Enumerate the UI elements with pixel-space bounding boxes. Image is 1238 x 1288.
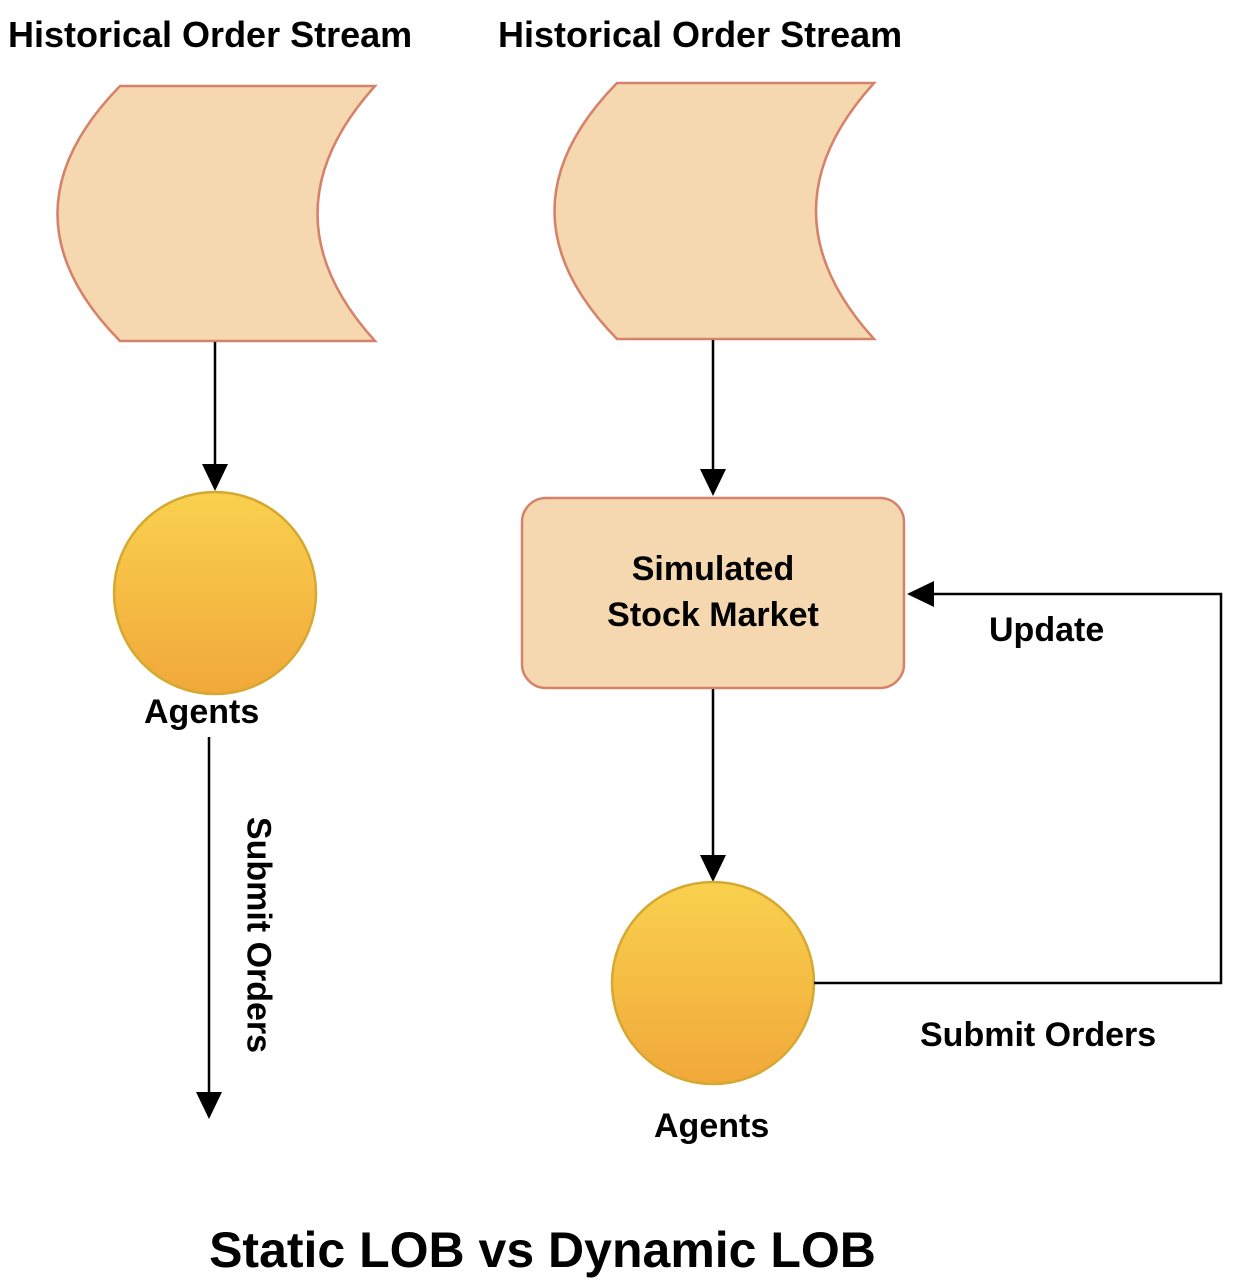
right-stream-label: Historical Order Stream <box>498 14 903 55</box>
right-submit-orders-label: Submit Orders <box>920 1016 1157 1054</box>
diagram-caption: Static LOB vs Dynamic LOB <box>209 1222 876 1278</box>
simulated-market-label: Simulated Stock Market <box>522 498 904 688</box>
left-submit-orders-arrow <box>196 737 222 1119</box>
right-order-stream-shape <box>553 81 877 341</box>
update-label: Update <box>989 611 1105 649</box>
left-stream-label: Historical Order Stream <box>8 14 413 55</box>
left-agents-label: Agents <box>144 693 260 731</box>
market-label-line1: Simulated <box>631 550 795 589</box>
market-label-line2: Stock Market <box>607 596 819 634</box>
right-stream-to-market-arrow <box>700 340 726 496</box>
right-agents-circle <box>610 880 816 1086</box>
market-to-agents-arrow <box>700 689 726 882</box>
simulated-market-box <box>520 496 906 690</box>
feedback-loop-arrow <box>814 581 1223 985</box>
right-agents-label: Agents <box>654 1107 770 1145</box>
left-submit-orders-label: Submit Orders <box>239 816 278 1054</box>
left-agents-circle <box>112 490 318 696</box>
left-stream-to-agents-arrow <box>202 342 228 491</box>
left-order-stream-shape <box>56 84 378 343</box>
